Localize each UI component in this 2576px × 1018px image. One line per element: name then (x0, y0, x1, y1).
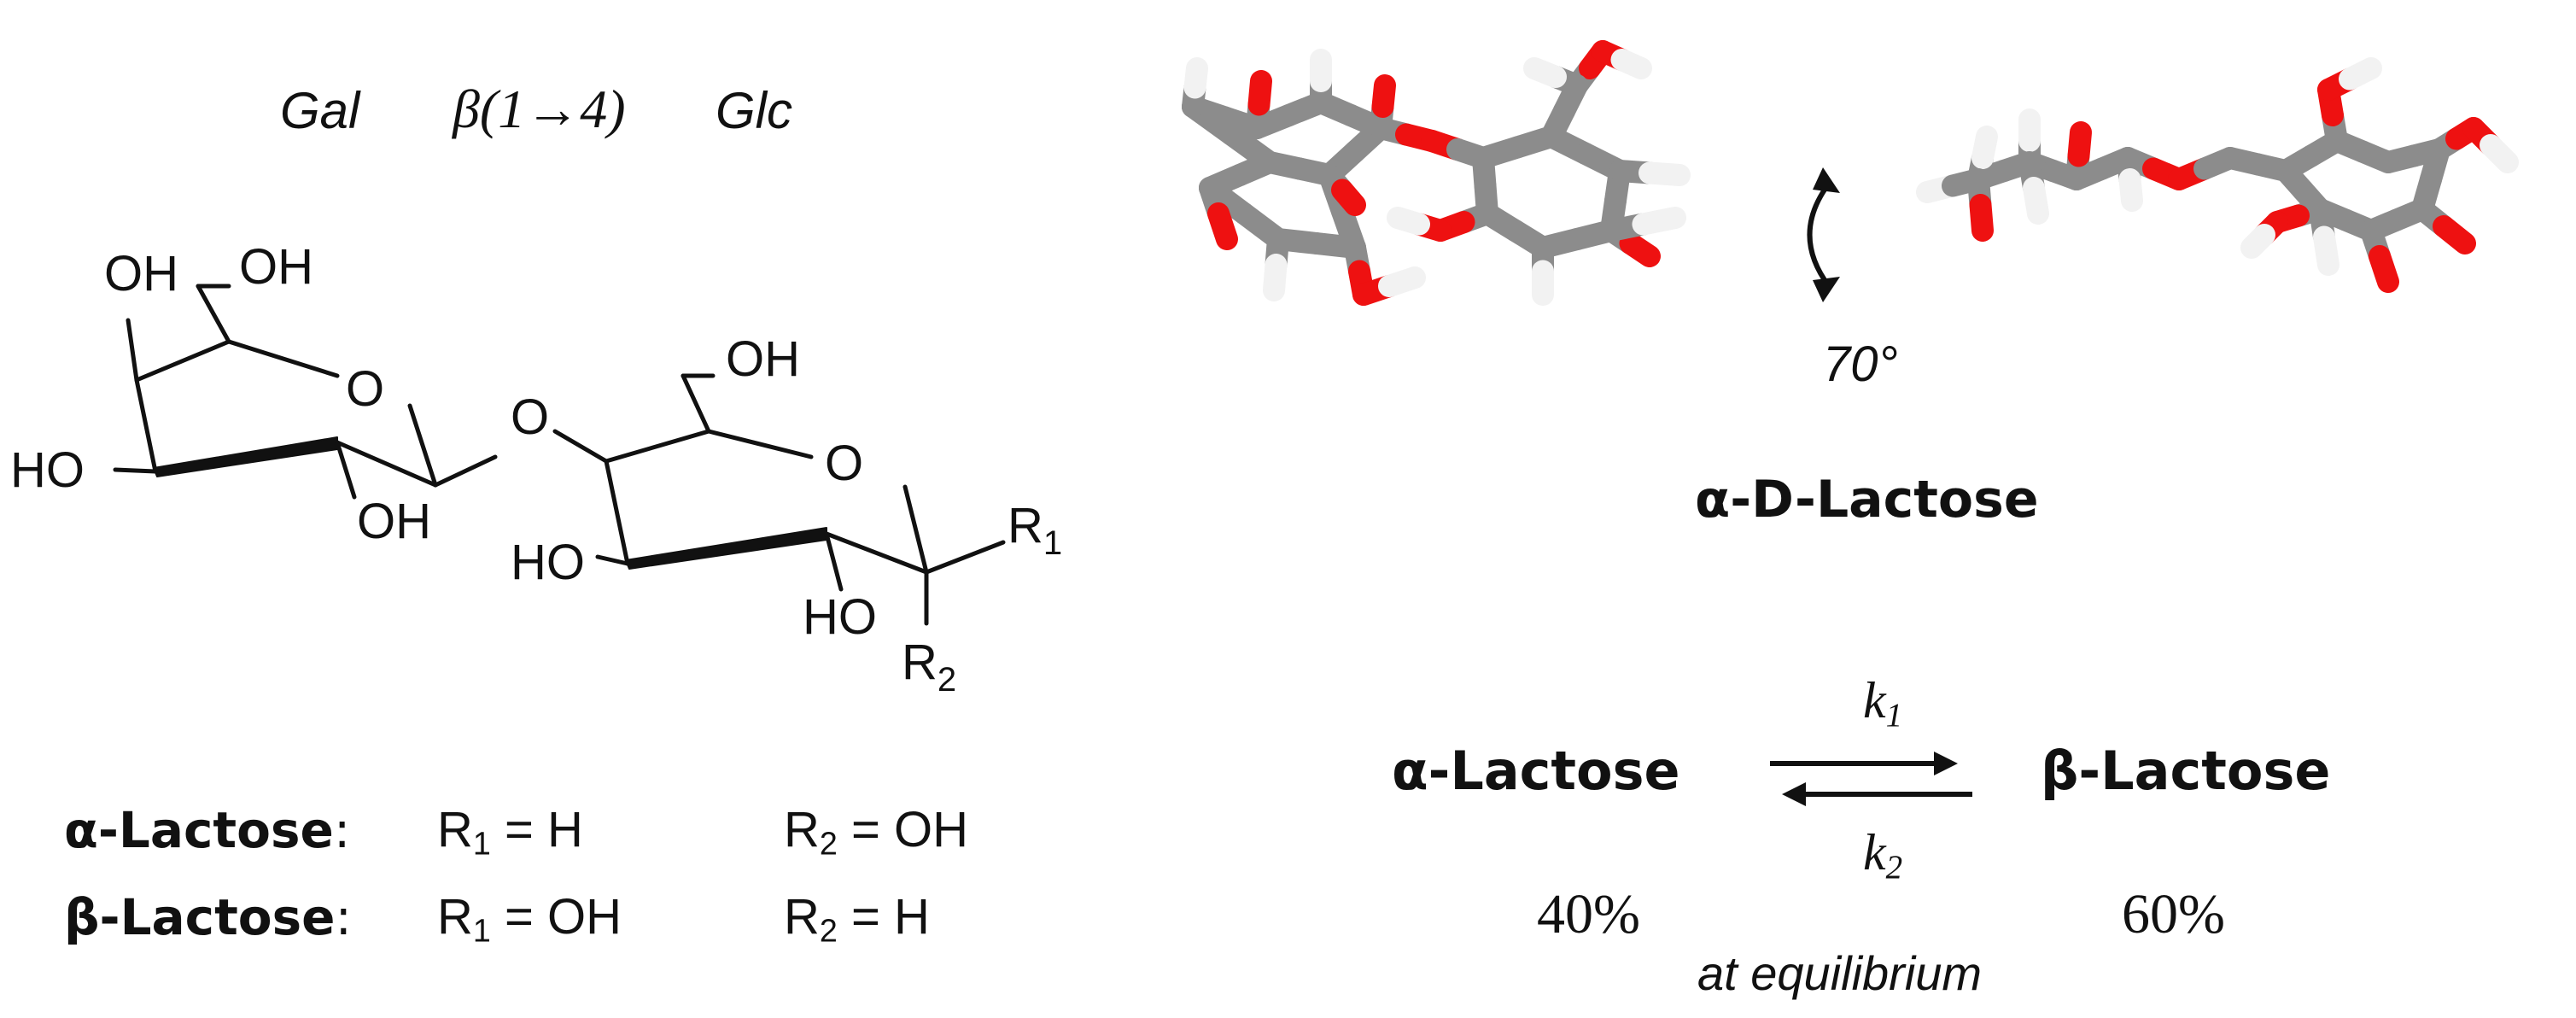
model-bond (1263, 254, 1288, 301)
model-bond (2240, 224, 2275, 259)
model-bond (2118, 168, 2143, 212)
model-bond (1371, 74, 1396, 118)
model-bond (1969, 194, 1994, 242)
galactose-ring (113, 284, 498, 500)
model-bond (1971, 126, 1998, 169)
model-bond (2480, 134, 2519, 173)
alpha-r2-value: R2 = OH (784, 802, 968, 862)
equilibrium-note: at equilibrium (1697, 946, 1983, 1000)
linkage-beta: β(1→4) (453, 79, 626, 139)
rotation-arrow (1807, 167, 1840, 302)
model-bond (2313, 225, 2339, 276)
glucose-ring (552, 373, 1006, 626)
model-bond (2433, 215, 2476, 254)
atom-r1: R1 (1008, 498, 1062, 562)
equilibrium-beta: β-Lactose (2041, 740, 2331, 802)
model-bond (1378, 266, 1426, 297)
model-bond (1523, 57, 1567, 88)
alpha-lactose-name: α-Lactose: (64, 801, 351, 859)
equilibrium-alpha: α-Lactose (1392, 740, 1680, 802)
alpha-percent: 40% (1537, 883, 1640, 945)
beta-r1-value: R1 = OH (437, 889, 622, 949)
lactose-3d-model (1182, 40, 2519, 306)
atom-glc-ch2oh: OH (726, 331, 800, 387)
atom-glc-ring-o: O (825, 436, 863, 491)
atom-gal-ho3: HO (10, 442, 85, 498)
atom-r2: R2 (902, 635, 956, 699)
atom-gal-ring-o: O (346, 361, 384, 417)
equilibrium-arrows (1770, 752, 1972, 806)
rate-k2: k2 (1863, 824, 1903, 886)
model-bond (1387, 207, 1430, 236)
beta-lactose-name: β-Lactose: (64, 888, 353, 946)
model-bond (1638, 161, 1691, 186)
model-view-rotated (1916, 57, 2519, 293)
model-caption: α-D-Lactose (1695, 470, 2039, 529)
model-bond (2339, 57, 2382, 91)
beta-percent: 60% (2122, 883, 2225, 945)
model-bond (2369, 245, 2399, 293)
beta-r2-value: R2 = H (784, 889, 930, 949)
model-bond (2023, 177, 2049, 225)
model-bond (2275, 160, 2314, 202)
linkage-gal: Gal (280, 82, 360, 139)
model-bond (1331, 178, 1366, 216)
model-bond (1619, 232, 1661, 267)
model-bond (1472, 147, 1497, 197)
model-bond (1610, 49, 1652, 79)
atom-gal-ch2oh: OH (239, 248, 313, 295)
model-bond (1247, 70, 1272, 116)
alpha-r1-value: R1 = H (437, 802, 583, 862)
atom-gal-oh4: OH (104, 248, 178, 301)
model-bond (1207, 202, 1238, 250)
lactose-structure: OH OH O HO OH O OH O HO HO R1 R2 (10, 248, 1062, 699)
model-bond (2067, 121, 2092, 167)
atom-gal-oh2: OH (357, 494, 431, 549)
rotation-angle: 70° (1823, 336, 1898, 392)
atom-glc-ho3: HO (511, 535, 585, 590)
model-view-front (1182, 40, 1691, 306)
atom-glycosidic-o: O (511, 389, 549, 445)
rate-k1: k1 (1863, 672, 1903, 734)
linkage-glc: Glc (716, 82, 792, 139)
model-bond (1183, 57, 1208, 99)
atom-glc-ho2: HO (803, 589, 877, 645)
model-bond (1632, 207, 1686, 236)
